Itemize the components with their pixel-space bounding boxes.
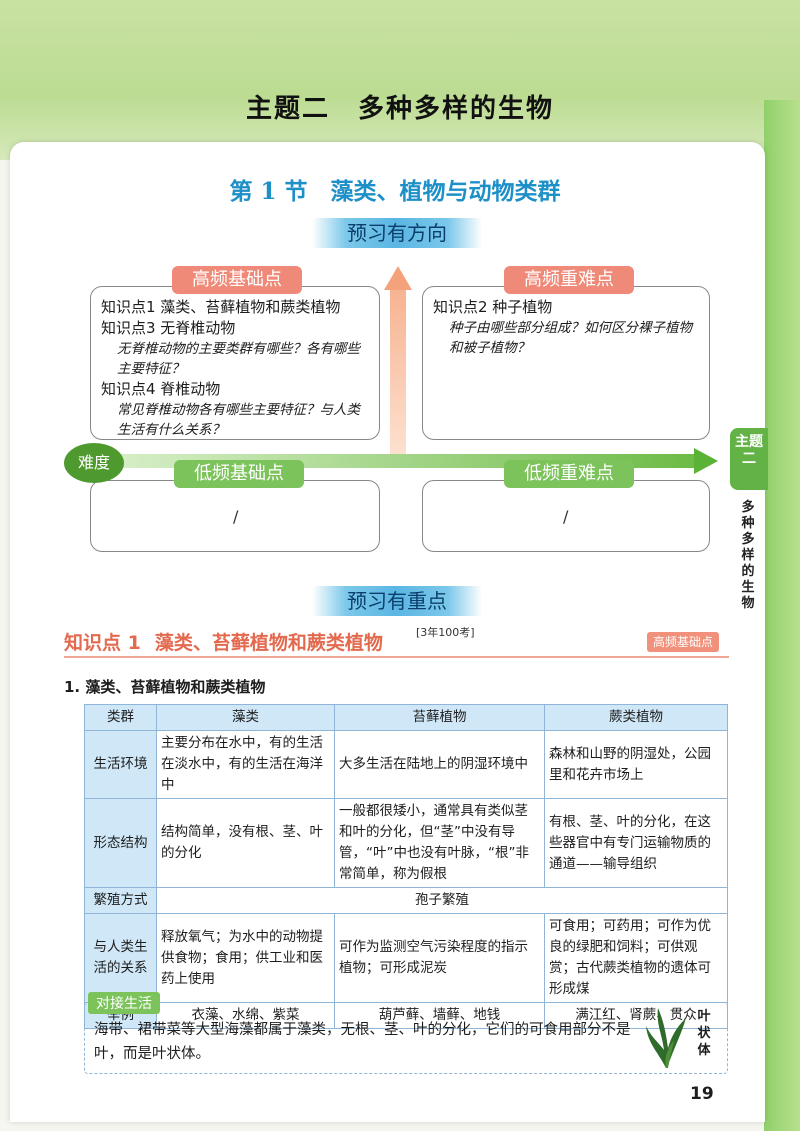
knowledge-point-line: 知识点2 种子植物	[433, 298, 553, 316]
table-cell: 有根、茎、叶的分化，在这些器官中有专门运输物质的通道——输导组织	[544, 798, 728, 888]
frequency-tag: 高频基础点	[647, 632, 719, 652]
table-row: 形态结构 结构简单，没有根、茎、叶的分化 一般都很矮小，通常具有类似茎和叶的分化…	[84, 798, 728, 888]
quadrant-top-right-label: 高频重难点	[504, 266, 634, 294]
table-cell-merged: 孢子繁殖	[156, 887, 728, 914]
life-connection-tag: 对接生活	[88, 992, 160, 1014]
table-header-row: 类群 藻类 苔藓植物 蕨类植物	[84, 704, 728, 731]
subheading: 1. 藻类、苔藓植物和蕨类植物	[64, 678, 266, 696]
page-number: 19	[690, 1084, 714, 1104]
side-tab-theme-title: 多种多样的生物	[741, 500, 755, 611]
question-line: 无脊椎动物的主要类群有哪些？各有哪些主要特征？	[117, 341, 360, 377]
row-label: 繁殖方式	[84, 887, 157, 914]
knowledge-point-line: 知识点3 无脊椎动物	[101, 319, 236, 337]
page-right-edge	[764, 100, 800, 1131]
section-title: 第 1 节 藻类、植物与动物类群	[229, 178, 561, 205]
table-cell: 衣藻、水绵、紫菜	[156, 1002, 335, 1029]
quadrant-bottom-left-label: 低频基础点	[174, 460, 304, 488]
quadrant-top-right-lines: 知识点2 种子植物种子由哪些部分组成？如何区分裸子植物和被子植物？	[433, 297, 699, 358]
table-row: 与人类生活的关系 释放氧气；为水中的动物提供食物；食用；供工业和医药上使用 可作…	[84, 913, 728, 1003]
page-title: 主题二 多种多样的生物	[245, 94, 554, 124]
question-line: 常见脊椎动物各有哪些主要特征？与人类生活有什么关系？	[117, 402, 360, 438]
table-row: 繁殖方式 孢子繁殖	[84, 887, 728, 914]
quadrant-bottom-left-content: /	[233, 507, 239, 526]
table-header-cell: 蕨类植物	[544, 704, 728, 731]
page-header-band	[0, 0, 800, 160]
table-cell: 可作为监测空气污染程度的指示植物；可形成泥炭	[334, 913, 545, 1003]
table-cell: 主要分布在水中，有的生活在淡水中，有的生活在海洋中	[156, 730, 335, 799]
table-cell: 葫芦藓、墙藓、地钱	[334, 1002, 545, 1029]
life-connection-box	[84, 1002, 728, 1074]
table-cell: 大多生活在陆地上的阴湿环境中	[334, 730, 545, 799]
banner-focus: 预习有重点	[312, 586, 482, 616]
difficulty-badge: 难度	[64, 443, 124, 483]
seaweed-label: 叶状体	[697, 1009, 711, 1058]
quadrant-top-left-label: 高频基础点	[172, 266, 302, 294]
quadrant-bottom-right-content: /	[563, 507, 569, 526]
table-cell: 结构简单，没有根、茎、叶的分化	[156, 798, 335, 888]
question-line: 种子由哪些部分组成？如何区分裸子植物和被子植物？	[449, 320, 692, 356]
knowledge-point-line: 知识点4 脊椎动物	[101, 380, 221, 398]
seaweed-icon	[646, 1008, 686, 1068]
banner-preview: 预习有方向	[312, 218, 482, 248]
table-cell: 释放氧气；为水中的动物提供食物；食用；供工业和医药上使用	[156, 913, 335, 1003]
row-label: 与人类生活的关系	[84, 913, 157, 1003]
life-connection-text: 海带、裙带菜等大型海藻都属于藻类，无根、茎、叶的分化，它们的可食用部分不是叶，而…	[94, 1022, 631, 1062]
table-header-cell: 藻类	[156, 704, 335, 731]
table-header-cell: 类群	[84, 704, 157, 731]
quadrant-top-left-lines: 知识点1 藻类、苔藓植物和蕨类植物知识点3 无脊椎动物无脊椎动物的主要类群有哪些…	[101, 297, 369, 440]
row-label: 形态结构	[84, 798, 157, 888]
knowledge-point-name: 藻类、苔藓植物和蕨类植物	[154, 632, 383, 654]
table-cell: 可食用；可药用；可作为优良的绿肥和饲料；可供观赏；古代蕨类植物的遗体可形成煤	[544, 913, 728, 1003]
knowledge-point-line: 知识点1 藻类、苔藓植物和蕨类植物	[101, 298, 341, 316]
quadrant-top-right: 知识点2 种子植物种子由哪些部分组成？如何区分裸子植物和被子植物？	[422, 286, 710, 440]
side-tab-theme: 主题二	[730, 428, 768, 490]
knowledge-point-divider	[64, 656, 729, 658]
quadrant-top-left: 知识点1 藻类、苔藓植物和蕨类植物知识点3 无脊椎动物无脊椎动物的主要类群有哪些…	[90, 286, 380, 440]
vertical-axis-arrow	[390, 288, 406, 460]
table-cell: 满江红、肾蕨、贯众	[544, 1002, 728, 1029]
quadrant-bottom-left: /	[90, 480, 380, 552]
row-label: 生活环境	[84, 730, 157, 799]
exam-frequency-note: [3年100考]	[416, 626, 475, 639]
arrow-up-icon	[384, 266, 412, 290]
comparison-table: 类群 藻类 苔藓植物 蕨类植物 生活环境 主要分布在水中，有的生活在淡水中，有的…	[84, 704, 728, 1029]
quadrant-bottom-right-label: 低频重难点	[504, 460, 634, 488]
quadrant-bottom-right: /	[422, 480, 710, 552]
arrow-right-icon	[694, 448, 718, 474]
knowledge-point-title: 知识点 1 藻类、苔藓植物和蕨类植物	[64, 628, 383, 655]
table-cell: 一般都很矮小，通常具有类似茎和叶的分化，但“茎”中没有导管，“叶”中也没有叶脉，…	[334, 798, 545, 888]
table-row: 生活环境 主要分布在水中，有的生活在淡水中，有的生活在海洋中 大多生活在陆地上的…	[84, 730, 728, 799]
knowledge-point-number: 知识点 1	[64, 632, 141, 654]
table-header-cell: 苔藓植物	[334, 704, 545, 731]
table-cell: 森林和山野的阴湿处，公园里和花卉市场上	[544, 730, 728, 799]
